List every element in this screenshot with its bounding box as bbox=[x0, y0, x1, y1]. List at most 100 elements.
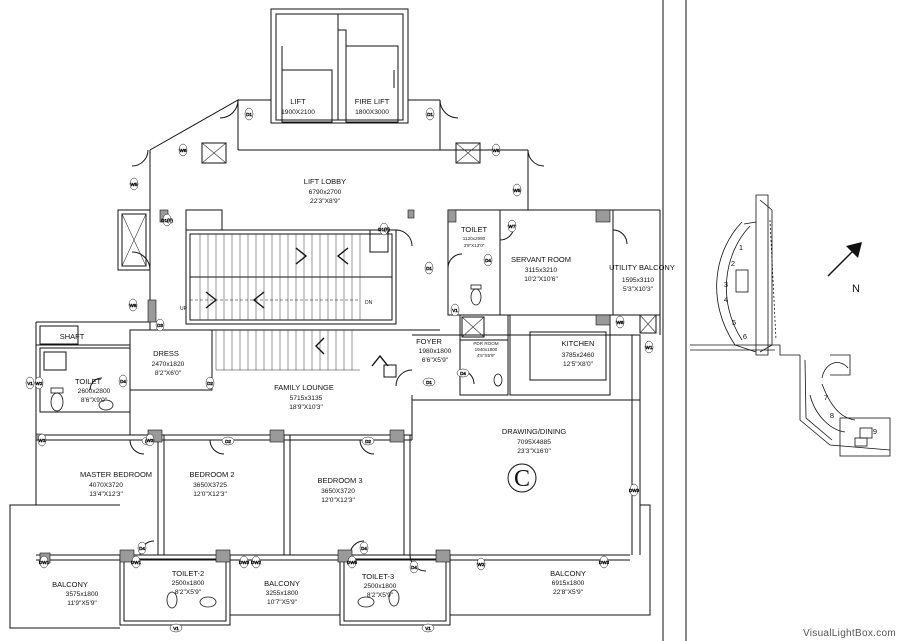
svg-text:DW2: DW2 bbox=[251, 560, 262, 565]
unit-marker: C bbox=[507, 463, 537, 493]
ventilator-tag: V1 bbox=[450, 303, 460, 317]
window-tag: W3 bbox=[37, 433, 47, 447]
window-tag: W6 bbox=[178, 143, 188, 157]
tower-number: 3 bbox=[724, 280, 728, 289]
room-dim-metric: 4070X3720 bbox=[89, 482, 123, 489]
tower-number: 2 bbox=[731, 259, 735, 268]
room-labels: LIFT 1900X2100 FIRE LIFT 1800X3000 LIFT … bbox=[52, 97, 675, 607]
arrow-chevron-left bbox=[252, 291, 265, 309]
stair-treads bbox=[199, 234, 361, 371]
svg-text:D1(F): D1(F) bbox=[378, 227, 390, 232]
svg-text:W7: W7 bbox=[509, 224, 516, 229]
room-dim-imperial: 12'5"X8'0" bbox=[563, 361, 594, 368]
svg-text:D2: D2 bbox=[207, 381, 213, 386]
door-tag: D1(F) bbox=[161, 213, 174, 227]
svg-text:D1: D1 bbox=[426, 266, 432, 271]
plumbing-fixtures bbox=[43, 284, 503, 609]
room-balcony-3: BALCONY 6915x1800 22'8"X5'9" bbox=[550, 569, 586, 596]
room-dim-metric: 1800X3000 bbox=[355, 109, 389, 116]
svg-text:V1: V1 bbox=[173, 626, 179, 631]
room-name: BEDROOM 3 bbox=[317, 476, 362, 485]
room-name: PDR ROOM bbox=[473, 341, 498, 346]
svg-text:W5: W5 bbox=[514, 188, 521, 193]
window-tag: W8 bbox=[615, 315, 625, 329]
svg-text:D4: D4 bbox=[460, 371, 466, 376]
panel-dividers bbox=[662, 0, 687, 641]
door-tag: D1 bbox=[422, 377, 436, 387]
arrow-chevron-right bbox=[295, 247, 308, 265]
stair-up-label: UP bbox=[180, 306, 188, 312]
tower-number: 6 bbox=[743, 332, 747, 341]
svg-text:W3: W3 bbox=[147, 438, 154, 443]
room-dim-metric: 3255x1800 bbox=[266, 590, 299, 597]
room-pdr: PDR ROOM 1940x1800 4'5"X5'9" bbox=[473, 341, 498, 358]
svg-text:D4: D4 bbox=[485, 258, 491, 263]
room-name: UTILITY BALCONY bbox=[609, 263, 675, 272]
room-toilet-3: TOILET-3 2500x1800 8'2"X5'9" bbox=[362, 572, 397, 599]
column-hatches bbox=[121, 142, 657, 338]
room-dim-metric: 1900X2100 bbox=[281, 109, 315, 116]
room-name: FAMILY LOUNGE bbox=[274, 383, 334, 392]
room-dim-metric: 6790x2700 bbox=[309, 189, 342, 196]
door-tag: D2 bbox=[221, 436, 235, 446]
room-master-bedroom: MASTER BEDROOM 4070X3720 13'4"X12'3" bbox=[80, 470, 152, 498]
svg-text:D1: D1 bbox=[246, 112, 252, 117]
room-dim-imperial: 11'9"X5'9" bbox=[67, 600, 97, 607]
room-balcony-2: BALCONY 3255x1800 10'7"X5'9" bbox=[264, 579, 300, 606]
door-tag: D1 bbox=[425, 107, 435, 121]
key-plan bbox=[690, 194, 891, 457]
door-window-tag: DW5 bbox=[347, 555, 358, 569]
door-window-tag: DW2 bbox=[251, 555, 262, 569]
svg-text:DW3: DW3 bbox=[599, 560, 610, 565]
door-tag: D4 bbox=[456, 368, 470, 378]
svg-text:V1: V1 bbox=[27, 381, 33, 386]
door-tag: D4 bbox=[483, 253, 493, 267]
svg-text:D2: D2 bbox=[225, 439, 231, 444]
room-dim-imperial: 12'0"X12'3" bbox=[321, 497, 355, 504]
room-dim-imperial: 13'4"X12'3" bbox=[89, 491, 123, 498]
room-name: SERVANT ROOM bbox=[511, 255, 571, 264]
room-name: DRESS bbox=[153, 349, 179, 358]
stair-down-label: DN bbox=[365, 300, 373, 306]
door-window-tag: DW3 bbox=[239, 555, 250, 569]
ventilator-tag: V1 bbox=[25, 376, 35, 390]
room-drawing-dining: DRAWING/DINING 7095X4885 23'3"X16'0" bbox=[502, 427, 566, 455]
window-tag: W5 bbox=[129, 177, 139, 191]
svg-text:D4: D4 bbox=[120, 379, 126, 384]
room-lift-lobby: LIFT LOBBY 6790x2700 22'3"X8'9" bbox=[304, 177, 346, 205]
room-name: TOILET bbox=[75, 377, 102, 386]
room-dress: DRESS 2470x1820 8'2"X6'0" bbox=[152, 349, 185, 377]
door-tag: D1 bbox=[244, 107, 254, 121]
room-toilet-servant: TOILET 1120x2980 3'9"X13'0" bbox=[461, 225, 488, 248]
room-dim-metric: 5715x3135 bbox=[290, 395, 323, 402]
room-dim-metric: 1595x3110 bbox=[622, 277, 654, 284]
svg-text:DW1: DW1 bbox=[131, 560, 142, 565]
ventilator-tag: V1 bbox=[421, 623, 435, 633]
room-name: TOILET-2 bbox=[172, 569, 204, 578]
door-window-tags: D1 D1 D1(F) D1(F) D1 D1 D2 D2 D2 D2 D3 D… bbox=[25, 107, 654, 633]
window-tag: W2 bbox=[476, 557, 486, 571]
room-servant-room: SERVANT ROOM 3115x3210 10'2"X10'6" bbox=[511, 255, 571, 283]
door-tag: D3 bbox=[155, 318, 165, 332]
svg-text:D1(F): D1(F) bbox=[161, 218, 173, 223]
window-tag: W1 bbox=[644, 340, 654, 354]
svg-text:W8: W8 bbox=[617, 320, 624, 325]
room-dim-imperial: 10'2"X10'6" bbox=[524, 276, 558, 283]
room-toilet-2: TOILET-2 2500x1800 8'2"X5'9" bbox=[172, 569, 205, 596]
room-name: KITCHEN bbox=[562, 339, 595, 348]
room-dim-metric: 2500x1800 bbox=[172, 580, 205, 587]
door-tag: D4 bbox=[118, 374, 128, 388]
room-name: BALCONY bbox=[52, 580, 88, 589]
svg-text:W1: W1 bbox=[646, 345, 653, 350]
room-name: BALCONY bbox=[550, 569, 586, 578]
room-name: BALCONY bbox=[264, 579, 300, 588]
stair-arrows bbox=[190, 247, 389, 367]
room-dim-metric: 2500x1800 bbox=[364, 583, 397, 590]
svg-text:D3: D3 bbox=[157, 323, 163, 328]
room-dim-imperial: 22'8"X5'9" bbox=[553, 589, 584, 596]
svg-text:DW5: DW5 bbox=[347, 560, 358, 565]
arrow-chevron-up bbox=[371, 354, 389, 367]
svg-text:V1: V1 bbox=[452, 308, 458, 313]
room-dim-imperial: 12'0"X12'3" bbox=[193, 491, 227, 498]
svg-text:W6: W6 bbox=[180, 148, 187, 153]
